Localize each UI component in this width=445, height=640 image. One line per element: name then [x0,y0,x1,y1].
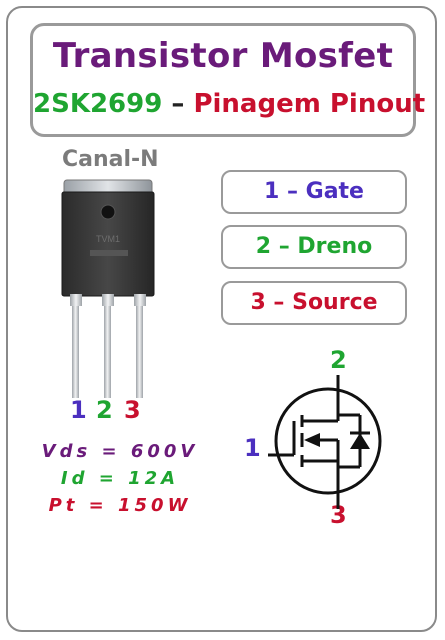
page-subtitle: 2SK2699 – Pinagem Pinout [33,88,425,120]
transistor-package-icon: TVM1 [61,179,155,398]
part-number: 2SK2699 [33,89,163,119]
pin-3-source-label: 3 – Source [221,281,407,325]
package-pin-1-number: 1 [70,396,87,424]
schematic-pin-3-number: 3 [330,501,347,529]
spec-id: Id = 12A [60,468,180,489]
mosfet-symbol-icon [268,375,382,509]
package-marking: TVM1 [96,234,120,244]
subtitle-pinout: Pinagem Pinout [193,89,426,119]
package-pin-2-number: 2 [96,396,113,424]
channel-label: Canal-N [62,147,159,172]
schematic-pin-1-number: 1 [244,434,261,462]
schematic-pin-2-number: 2 [330,346,347,374]
pin-2-drain-label: 2 – Dreno [221,225,407,269]
spec-vds: Vds = 600V [41,441,199,462]
title-box: Transistor Mosfet 2SK2699 – Pinagem Pino… [30,23,425,137]
page-title: Transistor Mosfet [52,36,394,76]
title-separator: – [171,89,185,119]
spec-pt: Pt = 150W [48,495,192,516]
pin-1-gate-label: 1 – Gate [221,170,407,214]
package-pin-3-number: 3 [124,396,141,424]
